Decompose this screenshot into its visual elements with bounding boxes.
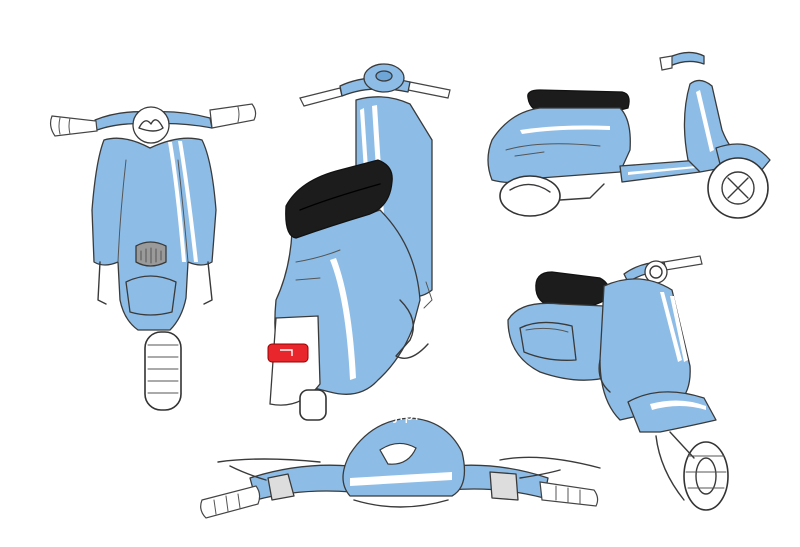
front-view-scooter — [49, 103, 257, 411]
signature-label: J.p. — [394, 406, 420, 424]
handlebar-detail-drawing — [200, 417, 601, 519]
front-three-quarter-scooter — [507, 255, 729, 511]
side-view-scooter — [487, 51, 771, 219]
tail-light — [267, 343, 309, 363]
rear-three-quarter-scooter — [267, 63, 451, 421]
